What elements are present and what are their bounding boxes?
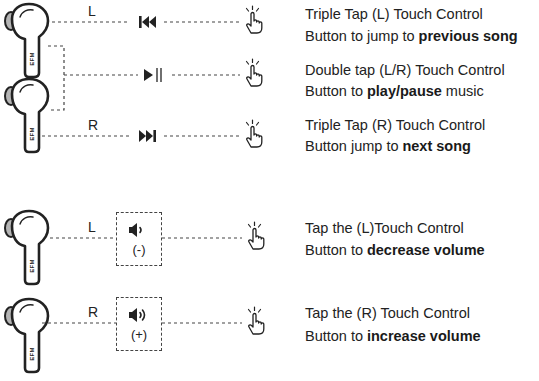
description-row: Triple Tap (R) Touch Control xyxy=(305,116,485,134)
volume-sign: (-) xyxy=(133,242,146,258)
next-icon xyxy=(139,130,156,142)
leader-lines xyxy=(42,22,242,323)
description-row: Tap the (R) Touch Control xyxy=(305,304,470,322)
tap-hand-icon xyxy=(249,222,264,249)
instruction-text: Double tap (L/R) Touch Control xyxy=(305,62,505,78)
volume-box: (+) xyxy=(116,297,162,351)
previous-icon xyxy=(139,16,156,28)
action-text: increase volume xyxy=(367,328,481,344)
brand-logo: EFM xyxy=(29,347,36,361)
description-row: Triple Tap (L) Touch Control xyxy=(305,5,483,23)
side-label: R xyxy=(88,117,98,133)
instruction-text: music xyxy=(446,83,484,99)
side-label-row: L xyxy=(88,220,96,235)
brand-logo: EFM xyxy=(29,259,36,273)
instruction-text: Button to xyxy=(305,242,363,258)
instruction-text: Button to xyxy=(305,83,363,99)
side-label: L xyxy=(88,219,96,235)
side-label-row: R xyxy=(88,305,98,320)
action-text: next song xyxy=(402,138,470,154)
side-label-row: L xyxy=(88,4,96,19)
side-label: L xyxy=(88,3,96,19)
description-row: Button todecrease volume xyxy=(305,241,485,259)
earbud xyxy=(5,79,48,152)
action-text: play/pause xyxy=(367,83,442,99)
brand-logo: EFM xyxy=(29,52,36,66)
earbud xyxy=(5,4,48,77)
side-label-row: R xyxy=(88,118,98,133)
instruction-text: Button to jump to xyxy=(305,28,415,44)
volume-sign: (+) xyxy=(131,327,147,343)
description-row: Button to jump toprevious song xyxy=(305,27,518,45)
instruction-text: Tap the (R) Touch Control xyxy=(305,305,470,321)
description-row: Button toplay/pausemusic xyxy=(305,82,484,100)
speaker-icon xyxy=(127,306,151,324)
description-row: Double tap (L/R) Touch Control xyxy=(305,61,505,79)
instruction-text: Button jump to xyxy=(305,138,399,154)
earbud xyxy=(5,211,48,284)
earbud xyxy=(5,299,48,372)
tap-hand-icon xyxy=(247,6,262,33)
instruction-text: Tap the (L)Touch Control xyxy=(305,220,464,236)
instruction-text: Triple Tap (R) Touch Control xyxy=(305,117,485,133)
instruction-text: Button to xyxy=(305,328,363,344)
brand-logo: EFM xyxy=(29,127,36,141)
instruction-text: Triple Tap (L) Touch Control xyxy=(305,6,483,22)
speaker-icon xyxy=(127,221,151,239)
play-pause-icon xyxy=(144,68,161,82)
tap-hand-icon xyxy=(247,120,262,147)
action-text: decrease volume xyxy=(367,242,485,258)
tap-hand-icon xyxy=(249,307,264,334)
description-row: Tap the (L)Touch Control xyxy=(305,219,464,237)
action-text: previous song xyxy=(419,28,518,44)
tap-hand-icon xyxy=(247,59,262,86)
volume-box: (-) xyxy=(116,212,162,266)
description-row: Button toincrease volume xyxy=(305,327,481,345)
description-row: Button jump tonext song xyxy=(305,137,471,155)
side-label: R xyxy=(88,304,98,320)
